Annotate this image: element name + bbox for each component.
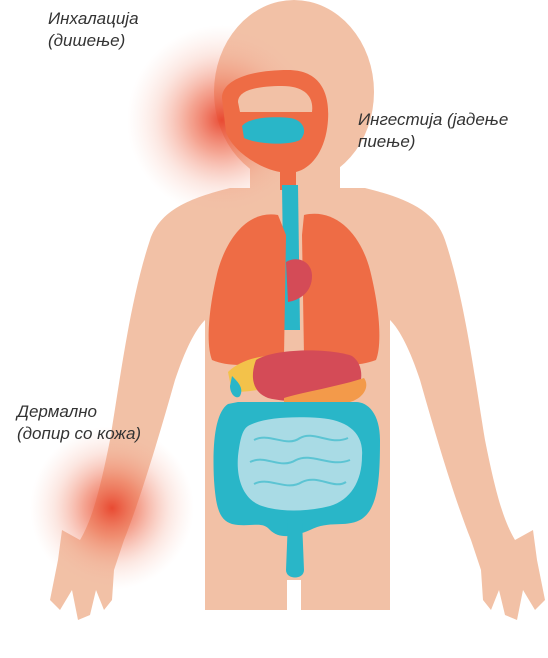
lower-gap [287,580,301,610]
inhalation-label-line1: Инхалација [48,8,139,30]
dermal-label: Дермално (допир со кожа) [17,401,141,445]
ingestion-label-line1: Ингестија (јадење [358,109,508,131]
rectum [286,520,304,578]
dermal-label-line1: Дермално [17,401,141,423]
dermal-label-line2: (допир со кожа) [17,423,141,445]
ingestion-label: Ингестија (јадење пиење) [358,109,508,153]
inhalation-label-line2: (дишење) [48,30,139,52]
ingestion-label-line2: пиење) [358,131,508,153]
inhalation-label: Инхалација (дишење) [48,8,139,52]
dermal-glow [30,426,194,590]
small-intestine [238,417,362,510]
